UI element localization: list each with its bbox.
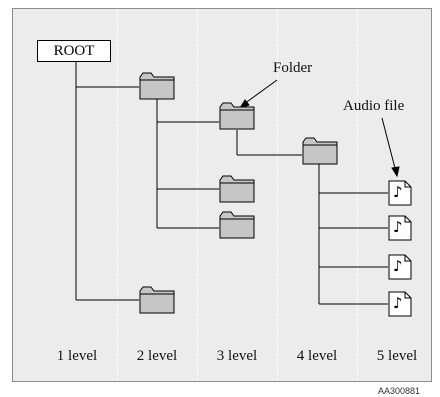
figure-code: AA300881 (378, 386, 421, 396)
music-note-icon: ♪ (393, 218, 403, 236)
audio-callout-arrow (391, 166, 400, 178)
music-note-icon: ♪ (393, 294, 403, 312)
column-divider (117, 9, 118, 381)
column-divider (357, 9, 358, 381)
music-note-icon: ♪ (393, 257, 403, 275)
folder-icon (139, 286, 175, 314)
folder-icon (219, 211, 255, 239)
folder-icon (219, 175, 255, 203)
audio-file-icon: ♪ (388, 254, 412, 285)
level-label: 3 level (216, 348, 258, 364)
folder-icon (219, 102, 255, 130)
audio-callout-line (381, 117, 397, 173)
level-label: 1 level (56, 348, 98, 364)
level-label: 4 level (296, 348, 338, 364)
audio-file-label: Audio file (343, 98, 405, 114)
column-divider (197, 9, 198, 381)
folder-icon (139, 72, 175, 100)
level-label: 2 level (136, 348, 178, 364)
folder-callout-line (243, 79, 278, 105)
music-note-icon: ♪ (393, 183, 403, 201)
audio-file-icon: ♪ (388, 291, 412, 322)
folder-label: Folder (273, 60, 313, 76)
root-node: ROOT (37, 40, 111, 62)
level-label: 5 level (376, 348, 418, 364)
audio-file-icon: ♪ (388, 215, 412, 246)
column-divider (277, 9, 278, 381)
audio-file-icon: ♪ (388, 180, 412, 211)
folder-icon (302, 137, 338, 165)
